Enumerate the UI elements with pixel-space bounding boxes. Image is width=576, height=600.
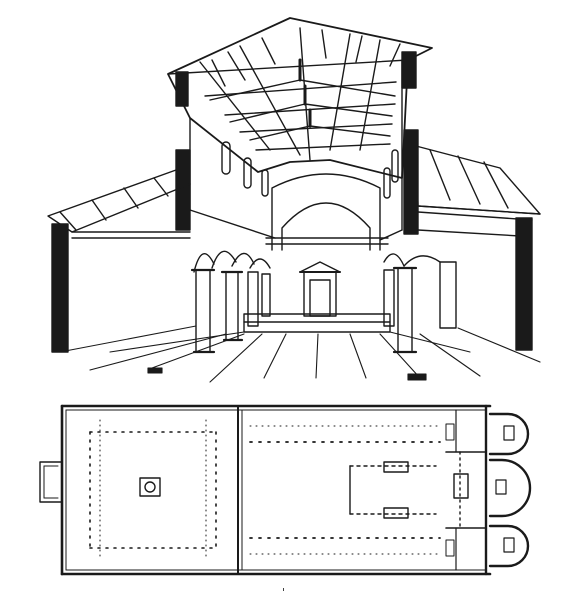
page-mark: ' [282,586,286,599]
nave-roof [167,17,433,179]
plan-chancel [349,451,469,531]
colonnade-right [383,253,457,354]
plan-fountain [139,477,161,497]
altar-ciborium [299,261,341,317]
plan-apses [445,404,532,576]
clerestory-walls [189,59,403,241]
plan-outer-walls [60,404,492,576]
plan-view [39,404,532,576]
aisle-roof-right [415,145,541,237]
apse-arch [265,173,389,251]
floor-lines [59,325,541,383]
cutaway-view [47,17,541,383]
pier-blocks [51,51,533,353]
aisle-roof-left [47,169,191,239]
chancel-barrier [243,313,391,333]
colonnade-left [190,250,271,354]
plan-atrium [89,405,243,575]
plan-entrance [39,461,63,503]
plan-colonnades [249,425,441,555]
